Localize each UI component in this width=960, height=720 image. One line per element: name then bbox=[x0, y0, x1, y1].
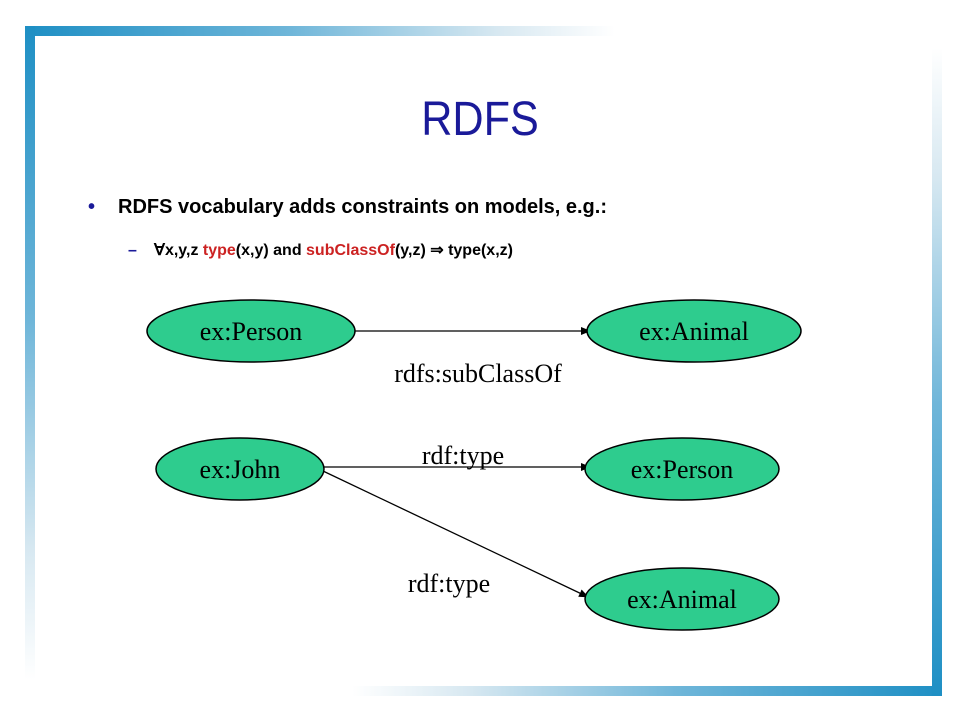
edge-label-subclassof: rdfs:subClassOf bbox=[394, 359, 562, 388]
edge-john-type-animal bbox=[322, 470, 589, 598]
formula-type-keyword: type bbox=[202, 242, 236, 259]
formula-subclassof-keyword: subClassOf bbox=[306, 242, 395, 259]
formula-part: type(x,z) bbox=[443, 242, 513, 259]
node-label: ex:Animal bbox=[627, 585, 737, 614]
node-ex-person: ex:Person bbox=[146, 299, 356, 363]
node-label: ex:Person bbox=[200, 317, 303, 346]
formula-part: ∀x,y,z bbox=[154, 242, 203, 259]
bottom-accent-bar bbox=[352, 686, 942, 696]
bullet-item: • RDFS vocabulary adds constraints on mod… bbox=[88, 196, 607, 219]
node-label: ex:John bbox=[200, 455, 281, 484]
formula-part: (x,y) and bbox=[235, 242, 307, 259]
slide-title: RDFS bbox=[421, 93, 539, 146]
node-ex-animal: ex:Animal bbox=[586, 299, 802, 363]
node-ex-person-2: ex:Person bbox=[584, 437, 780, 501]
sub-bullet-marker: – bbox=[128, 242, 137, 259]
edge-label-type: rdf:type bbox=[408, 569, 490, 598]
formula-part: (y,z) bbox=[394, 242, 431, 259]
edge-label-type: rdf:type bbox=[422, 441, 504, 470]
node-ex-john: ex:John bbox=[155, 437, 325, 501]
node-label: ex:Person bbox=[631, 455, 734, 484]
bullet-marker: • bbox=[88, 196, 96, 218]
bullet-text: RDFS vocabulary adds constraints on mode… bbox=[118, 196, 607, 218]
left-accent-bar bbox=[25, 26, 35, 680]
top-accent-bar bbox=[25, 26, 615, 36]
node-ex-animal-2: ex:Animal bbox=[584, 567, 780, 631]
node-label: ex:Animal bbox=[639, 317, 749, 346]
sub-bullet-item: –∀x,y,z type(x,y) and subClassOf(y,z) ⇒ … bbox=[128, 240, 513, 260]
implies-symbol: ⇒ bbox=[430, 242, 444, 259]
right-accent-bar bbox=[932, 48, 942, 696]
